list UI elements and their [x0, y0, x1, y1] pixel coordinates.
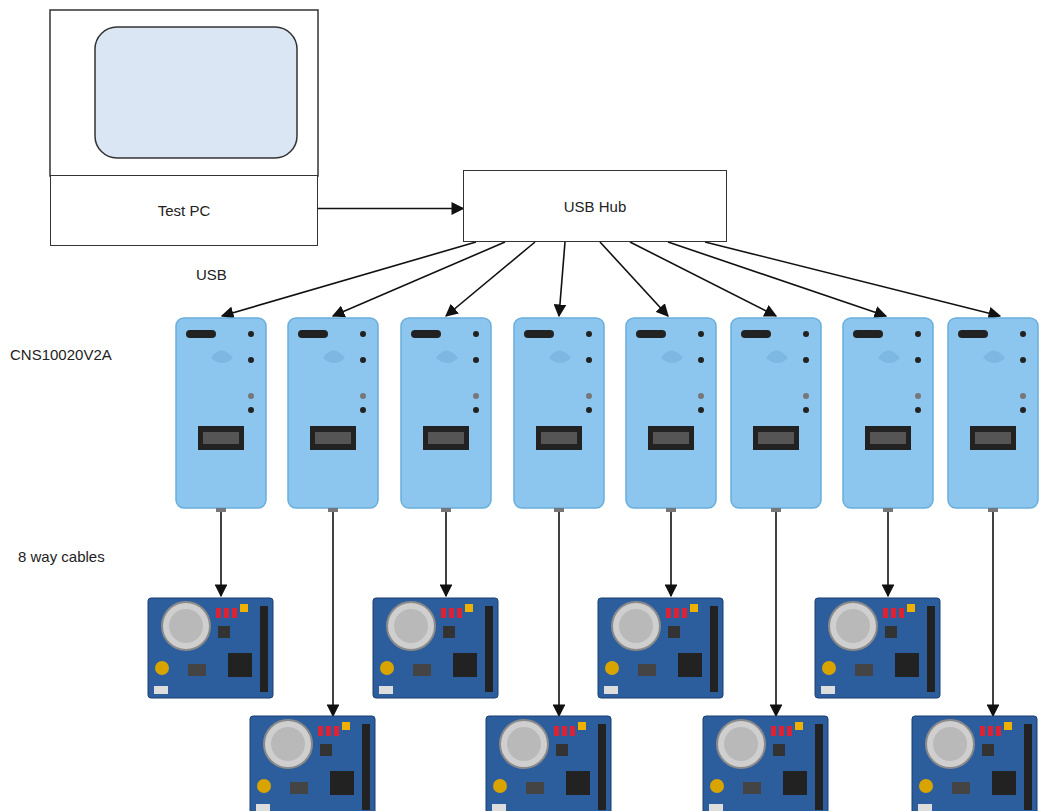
usb-cables [222, 242, 1000, 316]
debugger-units [176, 318, 1038, 512]
dev-boards [148, 598, 1037, 811]
usb-link [318, 208, 463, 210]
box-text: Test PC [158, 202, 211, 219]
hub-box: USB Hub [463, 170, 727, 242]
monitor [50, 10, 318, 176]
cable-label: 8 way cables [18, 548, 105, 565]
computer-box: Test PC [50, 175, 318, 246]
device-label: CNS10020V2A [10, 346, 112, 363]
ribbon-cables [221, 512, 993, 716]
box-text: USB Hub [564, 198, 627, 215]
cable-label: USB [196, 266, 227, 283]
